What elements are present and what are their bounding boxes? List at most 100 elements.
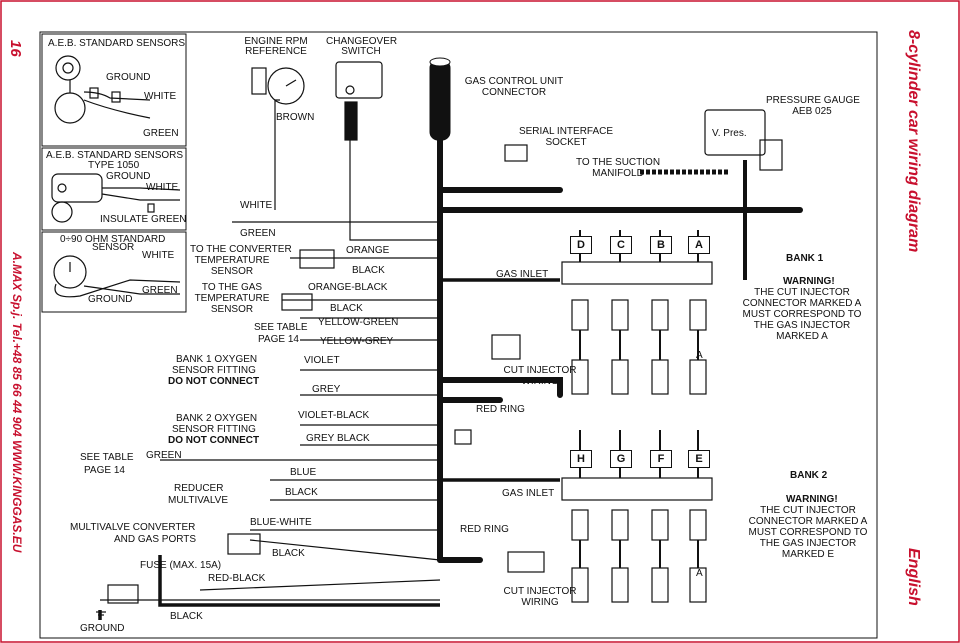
white-label-1: WHITE <box>144 91 177 102</box>
white-wire-label: WHITE <box>240 200 273 211</box>
orange-label: ORANGE <box>346 245 390 256</box>
multivalve-label: MULTIVALVE CONVERTER <box>70 522 196 533</box>
converter-temp-label-2: TEMPERATURE <box>194 255 270 266</box>
page-number: 16 <box>7 40 24 57</box>
injector-letter-g: G <box>610 450 632 468</box>
signal-wires <box>100 99 441 601</box>
green-label-2: GREEN <box>146 450 182 461</box>
injector-letter-f: F <box>650 450 672 468</box>
grey-black-label: GREY BLACK <box>306 433 370 444</box>
reducer-label: REDUCER <box>174 483 224 494</box>
sensor-box-1 <box>41 33 187 147</box>
bank1-text-1: THE CUT INJECTOR <box>754 287 850 298</box>
serial-label: SERIAL INTERFACE <box>518 126 614 137</box>
changeover-label: CHANGEOVER <box>326 36 398 47</box>
bank2-text-5: MARKED E <box>781 549 835 560</box>
cut-marker-a-2: A <box>696 568 703 579</box>
red-black-label: RED-BLACK <box>208 573 266 584</box>
gas-inlet-label-1: GAS INLET <box>496 269 549 280</box>
injector-letter-e: E <box>688 450 710 468</box>
bank2-title: BANK 2 <box>790 470 828 481</box>
changeover-switch-icon <box>335 61 383 141</box>
bank2-oxygen-warning: DO NOT CONNECT <box>168 435 260 446</box>
sensor-box-2 <box>41 147 187 231</box>
cut-injector-label-1b: WIRING <box>521 376 559 387</box>
ohm-sensor-label-2: SENSOR <box>92 242 135 253</box>
cut-injector-label-2: CUT INJECTOR <box>503 586 577 597</box>
green-label-3: GREEN <box>142 285 178 296</box>
green-label-1: GREEN <box>143 128 179 139</box>
ground-label-bottom: GROUND <box>80 623 125 634</box>
black-label-e: BLACK <box>170 611 203 622</box>
injector-letter-b: B <box>650 236 672 254</box>
cut-marker-a-1: A <box>696 350 703 361</box>
bank2-text-2: CONNECTOR MARKED A <box>748 516 868 527</box>
injector-letter-c: C <box>610 236 632 254</box>
violet-label: VIOLET <box>304 355 340 366</box>
multivalve-label-2: AND GAS PORTS <box>114 534 197 545</box>
bank1-oxygen-label: BANK 1 OXYGEN <box>176 354 258 365</box>
sensor-1-icon <box>54 55 151 124</box>
rpm-gauge-icon <box>251 67 305 105</box>
gas-control-label: GAS CONTROL UNIT <box>464 76 564 87</box>
bank1-oxygen-warning: DO NOT CONNECT <box>168 376 260 387</box>
ground-label-3: GROUND <box>88 294 133 305</box>
orange-black-label: ORANGE-BLACK <box>308 282 388 293</box>
white-label-3: WHITE <box>142 250 175 261</box>
relay-icon <box>227 533 261 555</box>
violet-black-label: VIOLET-BLACK <box>298 410 370 421</box>
pressure-label: PRESSURE GAUGE <box>766 95 860 106</box>
bank2-text-4: THE GAS INJECTOR <box>759 538 857 549</box>
pressure-gauge-icon <box>640 109 783 280</box>
main-harness <box>437 137 803 563</box>
sensor-2-icon <box>51 173 181 223</box>
fuse-label: FUSE (MAX. 15A) <box>140 560 222 571</box>
bank2-warning: WARNING! <box>786 494 838 505</box>
bank2-text-3: MUST CORRESPOND TO <box>748 527 868 538</box>
bank2-oxygen-label-2: SENSOR FITTING <box>172 424 256 435</box>
sensor-box-3 <box>41 231 187 313</box>
serial-label-2: SOCKET <box>545 137 587 148</box>
rpm-label: ENGINE RPM <box>244 36 308 47</box>
see-table-label-1: SEE TABLE <box>254 322 308 333</box>
gas-connectors <box>454 334 545 573</box>
ohm-sensor-label: 0÷90 OHM STANDARD <box>60 234 166 245</box>
cut-injector-label-1: CUT INJECTOR <box>503 365 577 376</box>
converter-sensor-icon <box>281 249 335 311</box>
diagram-frame <box>39 31 878 639</box>
bank1-text-4: THE GAS INJECTOR <box>753 320 851 331</box>
bank1-text-5: MARKED A <box>776 331 828 342</box>
reducer-label-2: MULTIVALVE <box>168 495 229 506</box>
power-wires <box>98 278 560 620</box>
bank1-title: BANK 1 <box>786 253 824 264</box>
company-contact: A.MAX Sp.j. Tel.+48 85 66 44 904 WWW.KIN… <box>10 252 24 553</box>
injector-rail-bank-1 <box>561 261 713 395</box>
aeb-title-1: A.E.B. STANDARD SENSORS <box>48 38 186 49</box>
black-label-c: BLACK <box>285 487 318 498</box>
bank1-warning: WARNING! <box>783 276 835 287</box>
page14-label-1: PAGE 14 <box>258 334 299 345</box>
cut-injector-label-2b: WIRING <box>521 597 559 608</box>
ground-label-1: GROUND <box>106 72 151 83</box>
gas-temp-label-2: TEMPERATURE <box>194 293 270 304</box>
rpm-label-2: REFERENCE <box>245 46 307 57</box>
pressure-label-2: AEB 025 <box>792 106 832 117</box>
ground-label-2: GROUND <box>106 171 151 182</box>
red-ring-label-1: RED RING <box>476 404 525 415</box>
see-table-label-2: SEE TABLE <box>80 452 134 463</box>
brown-label: BROWN <box>276 112 315 123</box>
aeb-type: TYPE 1050 <box>88 160 140 171</box>
page-title: 8-cylinder car wiring diagram <box>905 30 922 253</box>
suction-label-2: MANIFOLD <box>592 168 644 179</box>
yellow-grey-label: YELLOW-GREY <box>320 336 394 347</box>
bank1-text-2: CONNECTOR MARKED A <box>742 298 862 309</box>
converter-temp-label: TO THE CONVERTER <box>190 244 292 255</box>
blue-label: BLUE <box>290 467 317 478</box>
black-label-d: BLACK <box>272 548 305 559</box>
converter-temp-label-3: SENSOR <box>210 266 254 277</box>
gas-temp-label: TO THE GAS <box>201 282 263 293</box>
injector-letter-d: D <box>570 236 592 254</box>
grey-label: GREY <box>312 384 341 395</box>
changeover-label-2: SWITCH <box>341 46 381 57</box>
